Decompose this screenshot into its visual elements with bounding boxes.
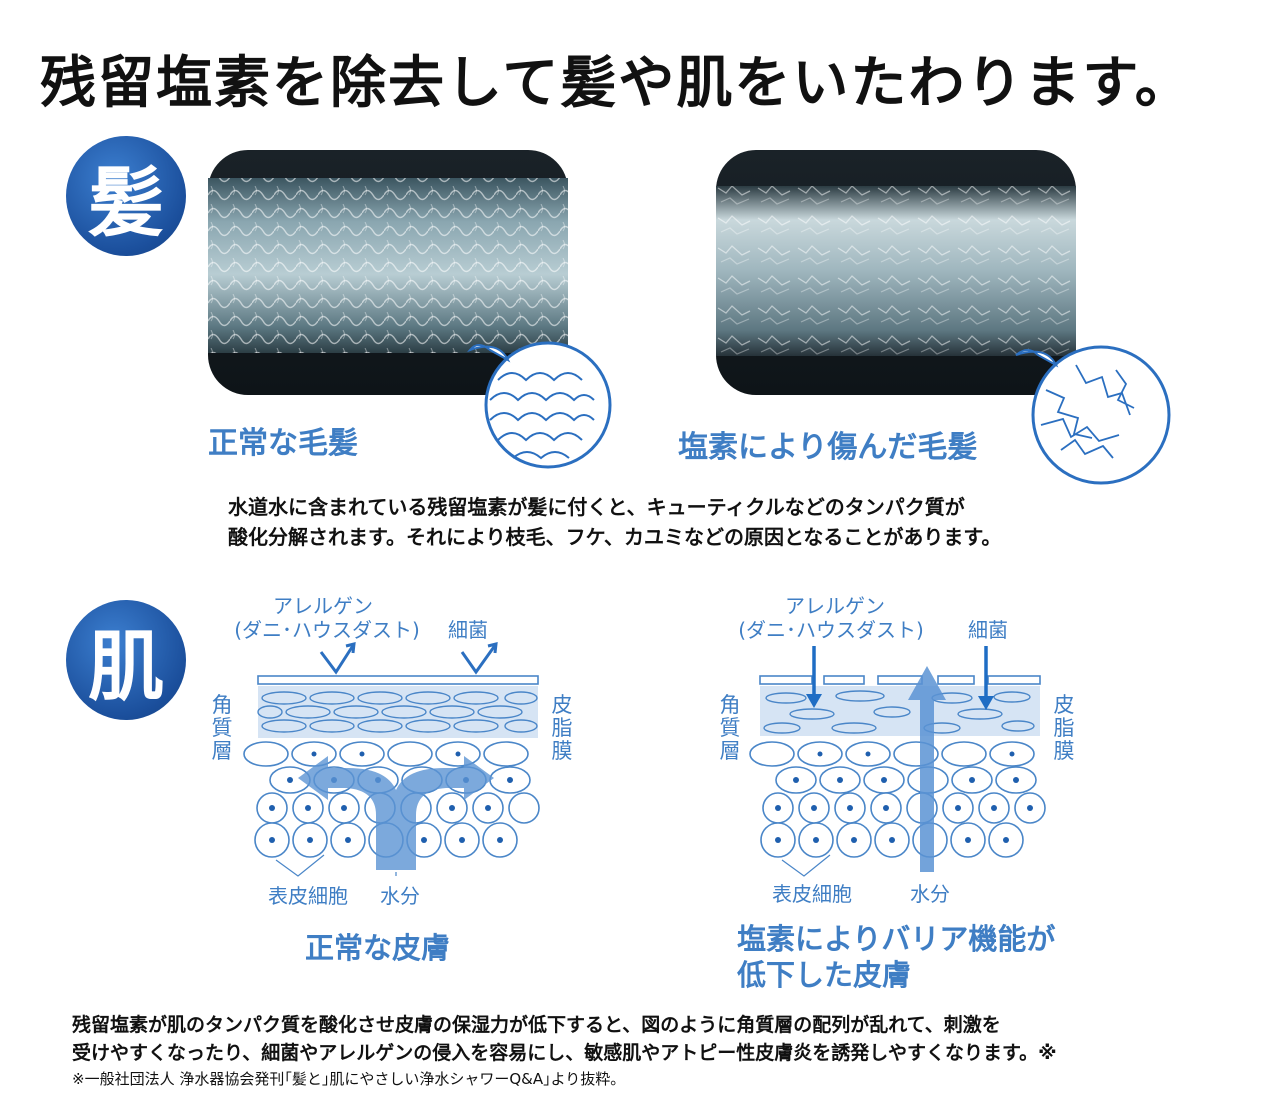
normal-skin-diagram bbox=[243, 642, 540, 877]
stratum-corneum-label-normal: 角質層 bbox=[211, 693, 233, 763]
normal-skin-title: 正常な皮膚 bbox=[305, 931, 451, 965]
source-footnote: ※一般社団法人 浄水器協会発刊｢髪と｣肌にやさしい浄水シャワーQ&A｣より抜粋。 bbox=[72, 1070, 626, 1088]
skin-badge: 肌 bbox=[66, 600, 186, 720]
skin-description-line1: 残留塩素が肌のタンパク質を酸化させ皮膚の保湿力が低下すると、図のように角質層の配… bbox=[72, 1014, 1001, 1036]
allergen-label-normal-2: (ダニ･ハウスダスト) bbox=[234, 618, 420, 642]
sebum-film-label-normal: 皮脂膜 bbox=[551, 693, 573, 763]
allergen-label-damaged-1: アレルゲン bbox=[785, 594, 885, 618]
moisture-label-normal: 水分 bbox=[380, 884, 420, 908]
damaged-hair-image bbox=[716, 150, 1171, 485]
bacteria-label-normal: 細菌 bbox=[448, 618, 488, 642]
stratum-corneum-label-damaged: 角質層 bbox=[719, 693, 741, 763]
damaged-hair-label: 塩素により傷んだ毛髪 bbox=[678, 430, 978, 465]
hair-description-line2: 酸化分解されます。それにより枝毛、フケ、カユミなどの原因となることがあります。 bbox=[228, 525, 1002, 549]
bacteria-label-damaged: 細菌 bbox=[968, 618, 1008, 642]
epidermal-cells-label-damaged: 表皮細胞 bbox=[772, 882, 852, 906]
epidermal-cells-label-normal: 表皮細胞 bbox=[268, 884, 348, 908]
moisture-label-damaged: 水分 bbox=[910, 882, 950, 906]
sebum-film-label-damaged: 皮脂膜 bbox=[1053, 693, 1075, 763]
damaged-skin-title-line2: 低下した皮膚 bbox=[737, 958, 912, 992]
damaged-skin-title-line1: 塩素によりバリア機能が bbox=[737, 922, 1056, 956]
skin-description-line2: 受けやすくなったり、細菌やアレルゲンの侵入を容易にし、敏感肌やアトピー性皮膚炎を… bbox=[72, 1042, 1057, 1064]
damaged-skin-diagram bbox=[749, 646, 1046, 877]
hair-description-line1: 水道水に含まれている残留塩素が髪に付くと、キューティクルなどのタンパク質が bbox=[228, 495, 965, 519]
page-title: 残留塩素を除去して髪や肌をいたわります。 bbox=[40, 51, 1193, 116]
allergen-label-normal-1: アレルゲン bbox=[273, 594, 373, 618]
allergen-label-damaged-2: (ダニ･ハウスダスト) bbox=[738, 618, 924, 642]
normal-hair-label: 正常な毛髪 bbox=[208, 426, 358, 461]
hair-badge: 髪 bbox=[66, 136, 186, 256]
normal-hair-image bbox=[208, 150, 612, 469]
